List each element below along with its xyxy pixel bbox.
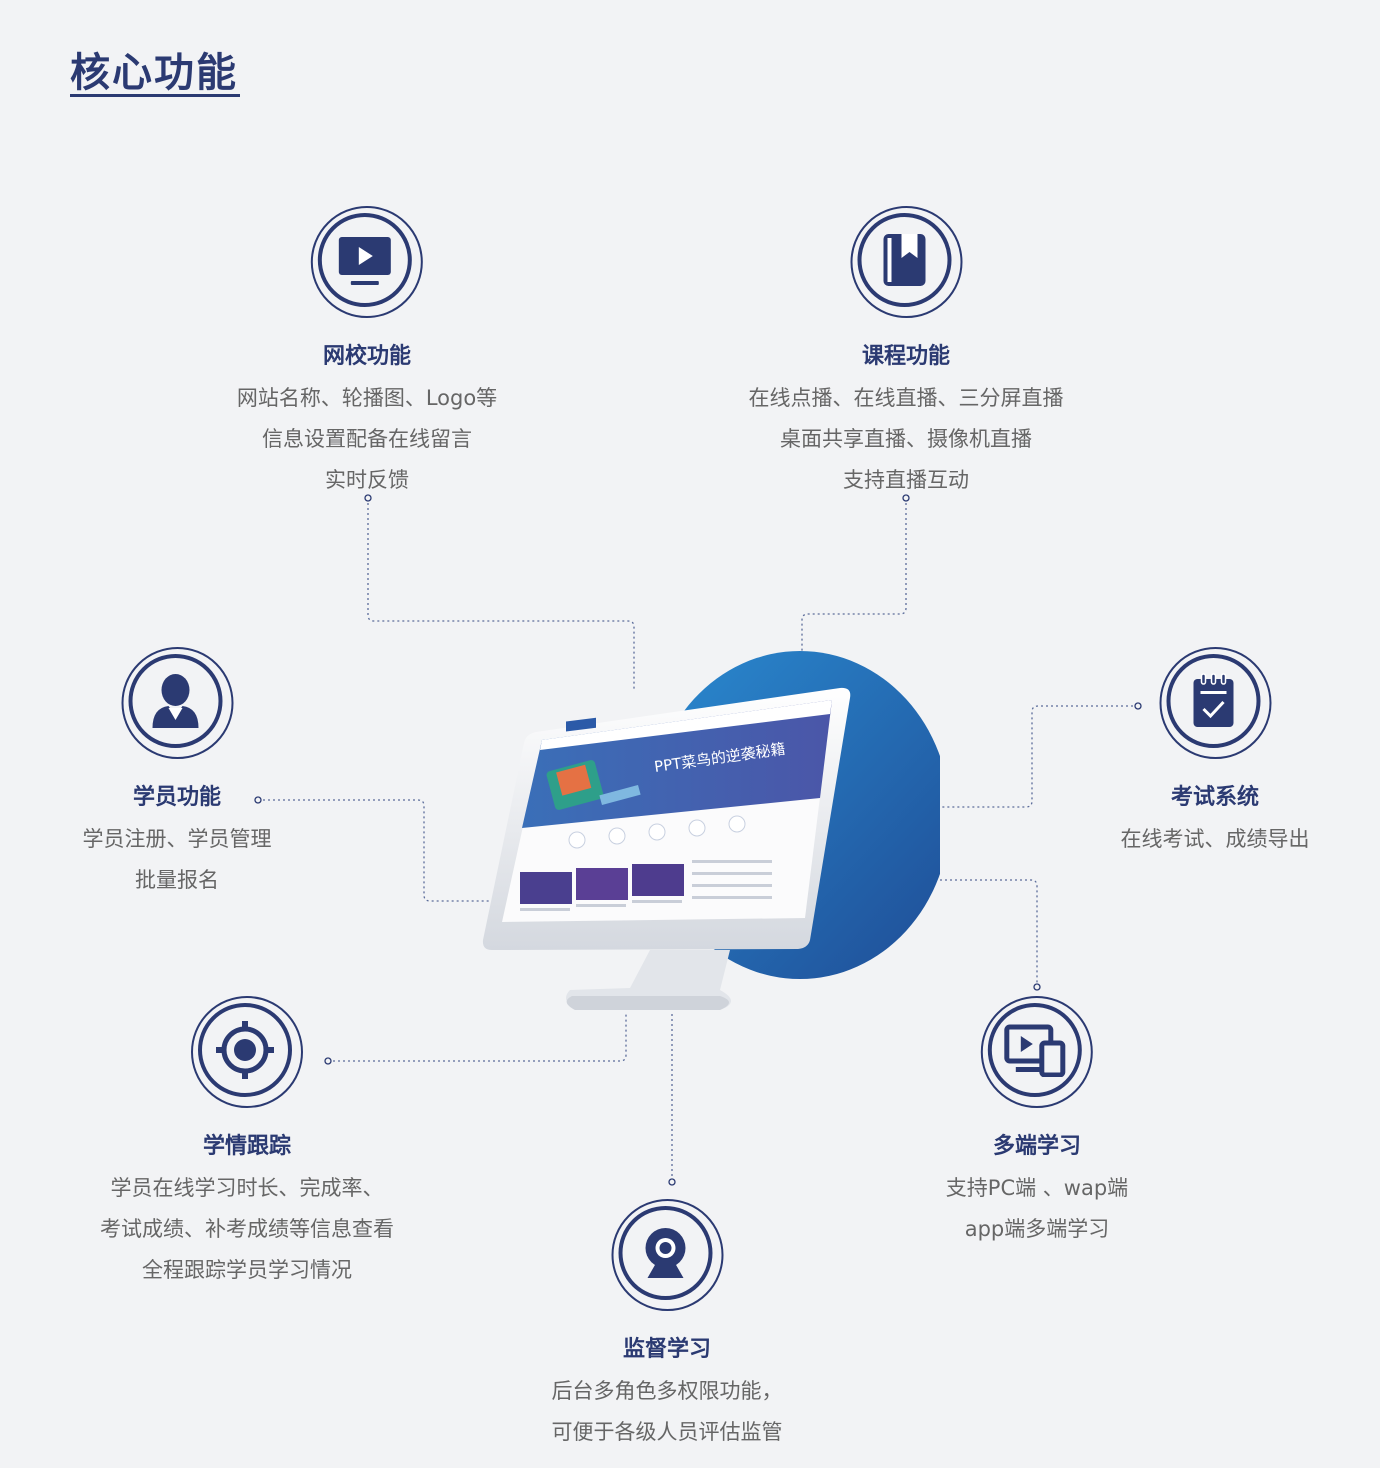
feature-desc-line: 考试成绩、补考成绩等信息查看 xyxy=(100,1217,394,1241)
feature-desc-line: app端多端学习 xyxy=(964,1217,1110,1241)
page-title: 核心功能 xyxy=(70,50,238,96)
feature-kaoshi: 考试系统 在线考试、成绩导出 xyxy=(1121,647,1310,860)
webcam-icon xyxy=(645,1228,685,1278)
feature-desc-line: 支持直播互动 xyxy=(843,468,969,492)
feature-title: 学员功能 xyxy=(132,785,221,810)
feature-xueyuan: 学员功能 学员注册、学员管理 批量报名 xyxy=(83,647,272,901)
feature-icon-ring xyxy=(191,996,303,1108)
feature-title: 多端学习 xyxy=(992,1134,1082,1159)
feature-desc-line: 批量报名 xyxy=(135,868,219,892)
feature-icon-ring xyxy=(611,1199,723,1311)
feature-desc-line: 全程跟踪学员学习情况 xyxy=(142,1258,352,1282)
feature-icon-ring xyxy=(310,206,423,318)
feature-desc-line: 支持PC端 、wap端 xyxy=(945,1176,1129,1200)
feature-desc-line: 学员注册、学员管理 xyxy=(82,827,272,851)
user-icon xyxy=(152,674,198,728)
feature-desc-line: 桌面共享直播、摄像机直播 xyxy=(780,427,1032,451)
feature-wangxiao: 网校功能 网站名称、轮播图、Logo等 信息设置配备在线留言 实时反馈 xyxy=(237,206,497,501)
feature-desc-line: 后台多角色多权限功能， xyxy=(551,1379,783,1403)
feature-desc-line: 实时反馈 xyxy=(324,468,409,492)
feature-desc-line: 在线点播、在线直播、三分屏直播 xyxy=(748,386,1064,410)
book-icon xyxy=(883,234,925,286)
monitor-play-icon xyxy=(338,237,391,285)
feature-kecheng: 课程功能 在线点播、在线直播、三分屏直播 桌面共享直播、摄像机直播 支持直播互动 xyxy=(749,206,1064,501)
feature-duoduan: 多端学习 支持PC端 、wap端 app端多端学习 xyxy=(946,996,1128,1250)
feature-icon-ring xyxy=(850,206,962,318)
clipboard-check-icon xyxy=(1193,673,1233,727)
title-underline xyxy=(70,94,240,97)
feature-icon-ring xyxy=(980,996,1093,1108)
feature-title: 学情跟踪 xyxy=(202,1134,291,1159)
feature-icon-ring xyxy=(121,647,233,759)
feature-xueqing: 学情跟踪 学员在线学习时长、完成率、 考试成绩、补考成绩等信息查看 全程跟踪学员… xyxy=(100,996,394,1291)
monitor-mockup: PPT菜鸟的逆袭秘籍 xyxy=(482,651,940,1010)
devices-icon xyxy=(1004,1024,1066,1077)
feature-icon-ring xyxy=(1159,647,1271,759)
feature-title: 网校功能 xyxy=(322,344,412,369)
target-icon xyxy=(216,1021,274,1079)
feature-desc-line: 学员在线学习时长、完成率、 xyxy=(110,1176,384,1200)
feature-desc-line: 可便于各级人员评估监管 xyxy=(551,1420,783,1444)
feature-desc-line: 网站名称、轮播图、Logo等 xyxy=(236,386,498,410)
feature-desc-line: 在线考试、成绩导出 xyxy=(1120,827,1310,851)
feature-jiandu: 监督学习 后台多角色多权限功能， 可便于各级人员评估监管 xyxy=(552,1199,783,1453)
feature-title: 监督学习 xyxy=(622,1337,711,1362)
feature-desc-line: 信息设置配备在线留言 xyxy=(261,427,472,451)
feature-title: 考试系统 xyxy=(1170,785,1259,810)
feature-title: 课程功能 xyxy=(861,344,950,369)
